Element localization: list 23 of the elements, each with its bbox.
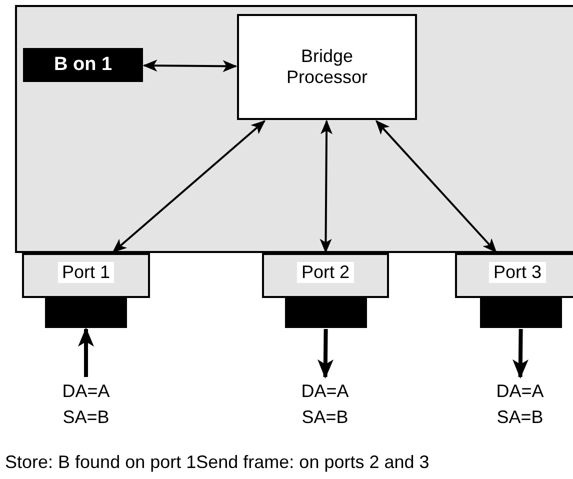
connector-block	[480, 297, 562, 328]
port-label: Port 1	[58, 262, 114, 283]
port-box	[455, 253, 573, 298]
arrow	[512, 328, 528, 379]
processor-box: Bridge Processor	[237, 14, 417, 120]
arrow	[320, 120, 333, 254]
arrow	[142, 60, 238, 72]
caption: Store: B found on port 1Send frame: on ports 2 and 3	[5, 452, 430, 473]
arrow	[112, 120, 266, 253]
arrow	[376, 120, 497, 253]
port-box	[262, 253, 389, 298]
port-box	[22, 253, 150, 298]
frame-text: DA=A SA=B	[285, 378, 365, 428]
bridge-box	[15, 5, 573, 253]
connector-block	[45, 297, 127, 328]
frame-text: DA=A SA=B	[480, 378, 560, 428]
port-label: Port 2	[297, 262, 354, 283]
frame-text: DA=A SA=B	[46, 378, 126, 428]
status-label: B on 1	[23, 48, 143, 82]
port-label: Port 3	[489, 262, 546, 283]
connector-block	[285, 297, 367, 328]
arrow	[317, 328, 334, 379]
arrow	[78, 327, 94, 377]
